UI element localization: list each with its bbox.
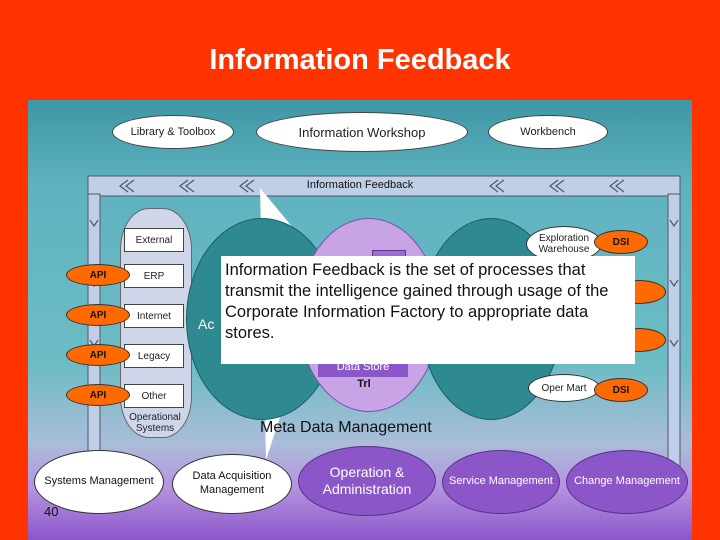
library-toolbox-oval: Library & Toolbox (112, 115, 234, 149)
page-number: 40 (44, 504, 59, 519)
meta-data-management-label: Meta Data Management (260, 419, 432, 436)
oper-mart: Oper Mart (528, 374, 600, 402)
api-badge: API (66, 384, 130, 406)
workbench-label: Workbench (520, 126, 576, 138)
api-badge: API (66, 344, 130, 366)
external-source: External (124, 228, 184, 252)
api-badge: API (66, 304, 130, 326)
library-toolbox-label: Library & Toolbox (130, 126, 216, 138)
trl-label: Trl (357, 378, 371, 390)
information-workshop-oval: Information Workshop (256, 112, 468, 152)
change-management: Change Management (566, 450, 688, 514)
data-acquisition-management: Data Acquisition Management (172, 454, 292, 514)
internet-source: Internet (124, 304, 184, 328)
erp-source: ERP (124, 264, 184, 288)
acquisition-partial-label: Ac (198, 316, 215, 332)
feedback-bar (87, 175, 681, 197)
operation-administration: Operation & Administration (298, 446, 436, 516)
workbench-oval: Workbench (488, 115, 608, 149)
legacy-source: Legacy (124, 344, 184, 368)
systems-management: Systems Management (34, 450, 164, 514)
other-source: Other (124, 384, 184, 408)
slide-title: Information Feedback (209, 44, 511, 76)
dsi-badge-bottom: DSI (594, 378, 648, 402)
feedback-bar-label: Information Feedback (306, 179, 414, 191)
feedback-right-rail (667, 193, 681, 495)
service-management: Service Management (442, 450, 560, 514)
data-store-label: Data Store (318, 361, 408, 377)
api-badge: API (66, 264, 130, 286)
dsi-badge-top: DSI (594, 230, 648, 254)
definition-callout: Information Feedback is the set of proce… (221, 256, 635, 364)
information-workshop-label: Information Workshop (298, 124, 426, 140)
feedback-chevrons (89, 179, 679, 348)
operational-systems-label: Operational Systems (129, 412, 181, 434)
